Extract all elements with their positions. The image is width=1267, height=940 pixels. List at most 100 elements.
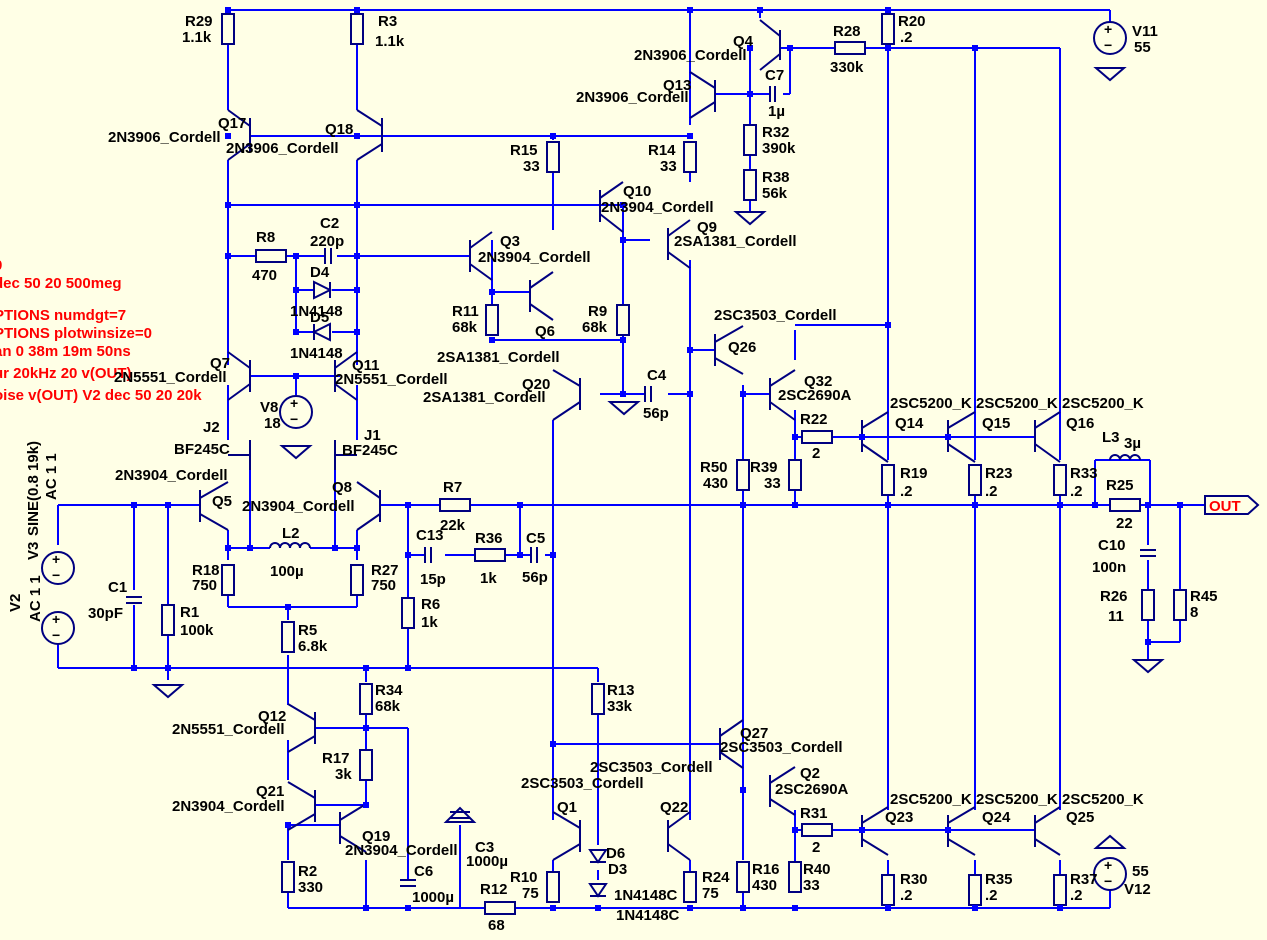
resistor-value: 68k xyxy=(375,698,401,715)
resistor-ref: R11 xyxy=(452,303,479,320)
junction-dot xyxy=(1057,502,1063,508)
resistor-value: 1.1k xyxy=(375,33,405,50)
capacitor-value: 1000µ xyxy=(412,889,454,906)
transistor-ref: Q3 xyxy=(500,233,520,250)
source-value: 55 xyxy=(1134,39,1151,56)
transistor-ref: Q2 xyxy=(800,765,820,782)
capacitor-ref: C3 xyxy=(475,839,494,856)
svg-text:−: − xyxy=(52,627,60,643)
transistor-model: 2N5551_Cordell xyxy=(172,721,285,738)
resistor-value: 22k xyxy=(440,517,466,534)
resistor-ref: R35 xyxy=(985,871,1013,888)
junction-dot xyxy=(687,391,693,397)
junction-dot xyxy=(792,434,798,440)
resistor-ref: R1 xyxy=(180,604,199,621)
junction-dot xyxy=(354,7,360,13)
directive-5: ur 20kHz 20 v(OUT) xyxy=(0,365,132,382)
junction-dot xyxy=(687,347,693,353)
resistor-value: 1.1k xyxy=(182,29,212,46)
resistor-ref: R8 xyxy=(256,229,275,246)
resistor-value: 430 xyxy=(703,475,728,492)
resistor-value: 390k xyxy=(762,140,796,157)
transistor-model: 2SC5200_K xyxy=(1062,395,1144,412)
capacitor-value: 1µ xyxy=(768,103,785,120)
directive-2: PTIONS numdgt=7 xyxy=(0,307,126,324)
junction-dot xyxy=(354,202,360,208)
voltage-sources: +− +− +− +− +− xyxy=(41,21,1127,891)
resistor-value: 3k xyxy=(335,766,352,783)
source-ref: V12 xyxy=(1124,881,1151,898)
junction-dot xyxy=(363,802,369,808)
junction-dot xyxy=(740,391,746,397)
junction-dot xyxy=(747,45,753,51)
transistor-model: 2SC5200_K xyxy=(976,791,1058,808)
junction-dot xyxy=(225,253,231,259)
transistor-ref: Q20 xyxy=(522,376,550,393)
resistor-ref: R26 xyxy=(1100,588,1128,605)
junction-dot xyxy=(792,502,798,508)
capacitor-ref: C6 xyxy=(414,863,433,880)
resistor-value: .2 xyxy=(1070,887,1083,904)
transistor-model: 2SC3503_Cordell xyxy=(714,307,837,324)
junction-dot xyxy=(517,502,523,508)
junction-dot xyxy=(517,552,523,558)
jfet-ref: J1 xyxy=(364,427,381,444)
transistor-model: 2SC3503_Cordell xyxy=(521,775,644,792)
spice-directives[interactable]: 0 dec 50 20 500meg PTIONS numdgt=7 PTION… xyxy=(0,257,202,404)
transistor-ref: Q19 xyxy=(362,828,390,845)
resistor-ref: R27 xyxy=(371,562,399,579)
junction-dot xyxy=(620,202,626,208)
diode-model: 1N4148C xyxy=(614,887,678,904)
inductor-ref: L2 xyxy=(282,525,300,542)
resistor-value: 8 xyxy=(1190,604,1198,621)
junction-dot xyxy=(787,45,793,51)
svg-text:+: + xyxy=(52,551,60,567)
svg-text:+: + xyxy=(52,611,60,627)
resistor-value: 56k xyxy=(762,185,788,202)
resistor-value: 2 xyxy=(812,445,820,462)
resistor-value: 330k xyxy=(830,59,864,76)
transistor-model: 2N3904_Cordell xyxy=(242,498,355,515)
capacitor-value: 100n xyxy=(1092,559,1126,576)
junction-dot xyxy=(354,287,360,293)
junction-dot xyxy=(363,905,369,911)
transistor-ref: Q10 xyxy=(623,183,651,200)
transistor-model: 2N3906_Cordell xyxy=(634,47,747,64)
junction-dot xyxy=(687,133,693,139)
directive-0: 0 xyxy=(0,257,2,274)
transistor-ref: Q21 xyxy=(256,783,284,800)
inductor-value: 3µ xyxy=(1124,435,1141,452)
transistor-ref: Q7 xyxy=(210,355,230,372)
transistor-model: 2SC2690A xyxy=(778,387,852,404)
transistor-model: 2N3904_Cordell xyxy=(115,467,228,484)
junction-dot xyxy=(1092,502,1098,508)
transistor-ref: Q25 xyxy=(1066,809,1094,826)
out-port[interactable]: OUT xyxy=(1204,495,1260,515)
source-value: SINE(0.8 19k) xyxy=(25,441,42,536)
directive-4: an 0 38m 19m 50ns xyxy=(0,343,131,360)
transistor-model: 2N3906_Cordell xyxy=(108,129,221,146)
resistor-value: 2 xyxy=(812,839,820,856)
resistor-value: .2 xyxy=(900,887,913,904)
resistor-ref: R40 xyxy=(803,861,831,878)
resistor-value: .2 xyxy=(985,483,998,500)
junction-dot xyxy=(859,434,865,440)
resistor-ref: R7 xyxy=(443,479,462,496)
junction-dot xyxy=(131,665,137,671)
resistor-value: 430 xyxy=(752,877,777,894)
junction-dot xyxy=(620,237,626,243)
capacitor-ref: C7 xyxy=(765,67,784,84)
resistor-value: 68k xyxy=(582,319,608,336)
junction-dot xyxy=(945,827,951,833)
resistor-ref: R18 xyxy=(192,562,220,579)
transistor-model: 2SC5200_K xyxy=(976,395,1058,412)
junction-dot xyxy=(885,45,891,51)
resistor-ref: R6 xyxy=(421,596,440,613)
diode-bodies xyxy=(311,280,608,898)
wire-net xyxy=(57,9,1205,909)
junction-dot xyxy=(165,502,171,508)
transistor-model: 2SC5200_K xyxy=(890,791,972,808)
capacitor-value: 15p xyxy=(420,571,446,588)
